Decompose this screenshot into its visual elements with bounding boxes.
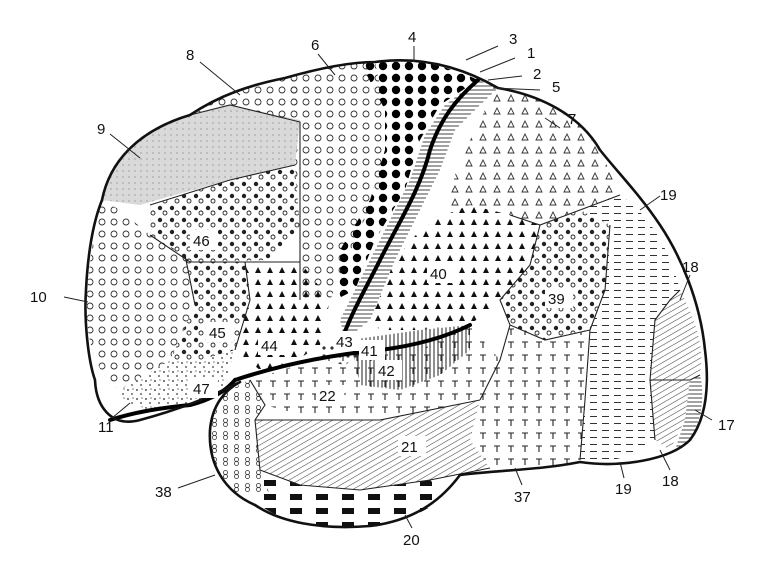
label-area-10: 10 — [30, 289, 47, 306]
leader-lines — [63, 45, 713, 529]
area-20-region — [255, 470, 445, 527]
label-area-42: 42 — [378, 363, 395, 380]
outside-labels: 3 1 2 5 4 6 8 9 10 11 7 19 18 17 18 19 3… — [30, 29, 735, 549]
area-18-lower-region — [650, 375, 690, 450]
label-area-38: 38 — [155, 484, 172, 501]
region-borders — [149, 104, 701, 491]
area-9-region — [102, 105, 300, 205]
area-39-region — [500, 210, 610, 340]
area-3-1-2-region — [340, 80, 498, 340]
label-area-9: 9 — [97, 121, 105, 138]
label-area-40: 40 — [430, 266, 447, 283]
label-area-37: 37 — [514, 489, 531, 506]
label-area-22: 22 — [319, 388, 336, 405]
label-area-41: 41 — [361, 343, 378, 360]
label-area-20: 20 — [403, 532, 420, 549]
label-area-19-bottom: 19 — [615, 481, 632, 498]
label-area-6: 6 — [311, 37, 319, 54]
label-area-46: 46 — [193, 233, 210, 250]
label-area-45: 45 — [209, 325, 226, 342]
label-area-8: 8 — [186, 47, 194, 64]
label-area-17: 17 — [718, 417, 735, 434]
label-area-39: 39 — [548, 291, 565, 308]
label-area-43: 43 — [336, 334, 353, 351]
label-area-2: 2 — [533, 66, 541, 83]
label-area-19-top: 19 — [660, 187, 677, 204]
label-area-1: 1 — [527, 45, 535, 62]
label-area-4: 4 — [408, 29, 416, 46]
brain-outline — [84, 59, 709, 529]
area-4-region — [335, 59, 478, 300]
area-18-region — [650, 290, 702, 380]
area-19-region — [580, 195, 680, 462]
regions — [86, 59, 703, 527]
label-area-7: 7 — [568, 111, 576, 128]
label-area-3: 3 — [509, 31, 517, 48]
area-8-region — [190, 78, 300, 122]
area-38-region — [208, 380, 270, 495]
label-area-47: 47 — [193, 381, 210, 398]
area-21-region — [255, 400, 490, 490]
area-17-region — [675, 375, 703, 450]
area-46-region — [150, 165, 300, 262]
label-area-21: 21 — [401, 439, 418, 456]
label-area-5: 5 — [552, 79, 560, 96]
label-area-18-bottom: 18 — [662, 473, 679, 490]
label-area-11: 11 — [98, 419, 114, 436]
inside-labels: 46 40 39 45 44 43 41 42 47 22 21 — [190, 230, 573, 456]
label-area-18-top: 18 — [682, 259, 699, 276]
label-area-44: 44 — [261, 338, 278, 355]
area-6-region — [285, 62, 385, 300]
